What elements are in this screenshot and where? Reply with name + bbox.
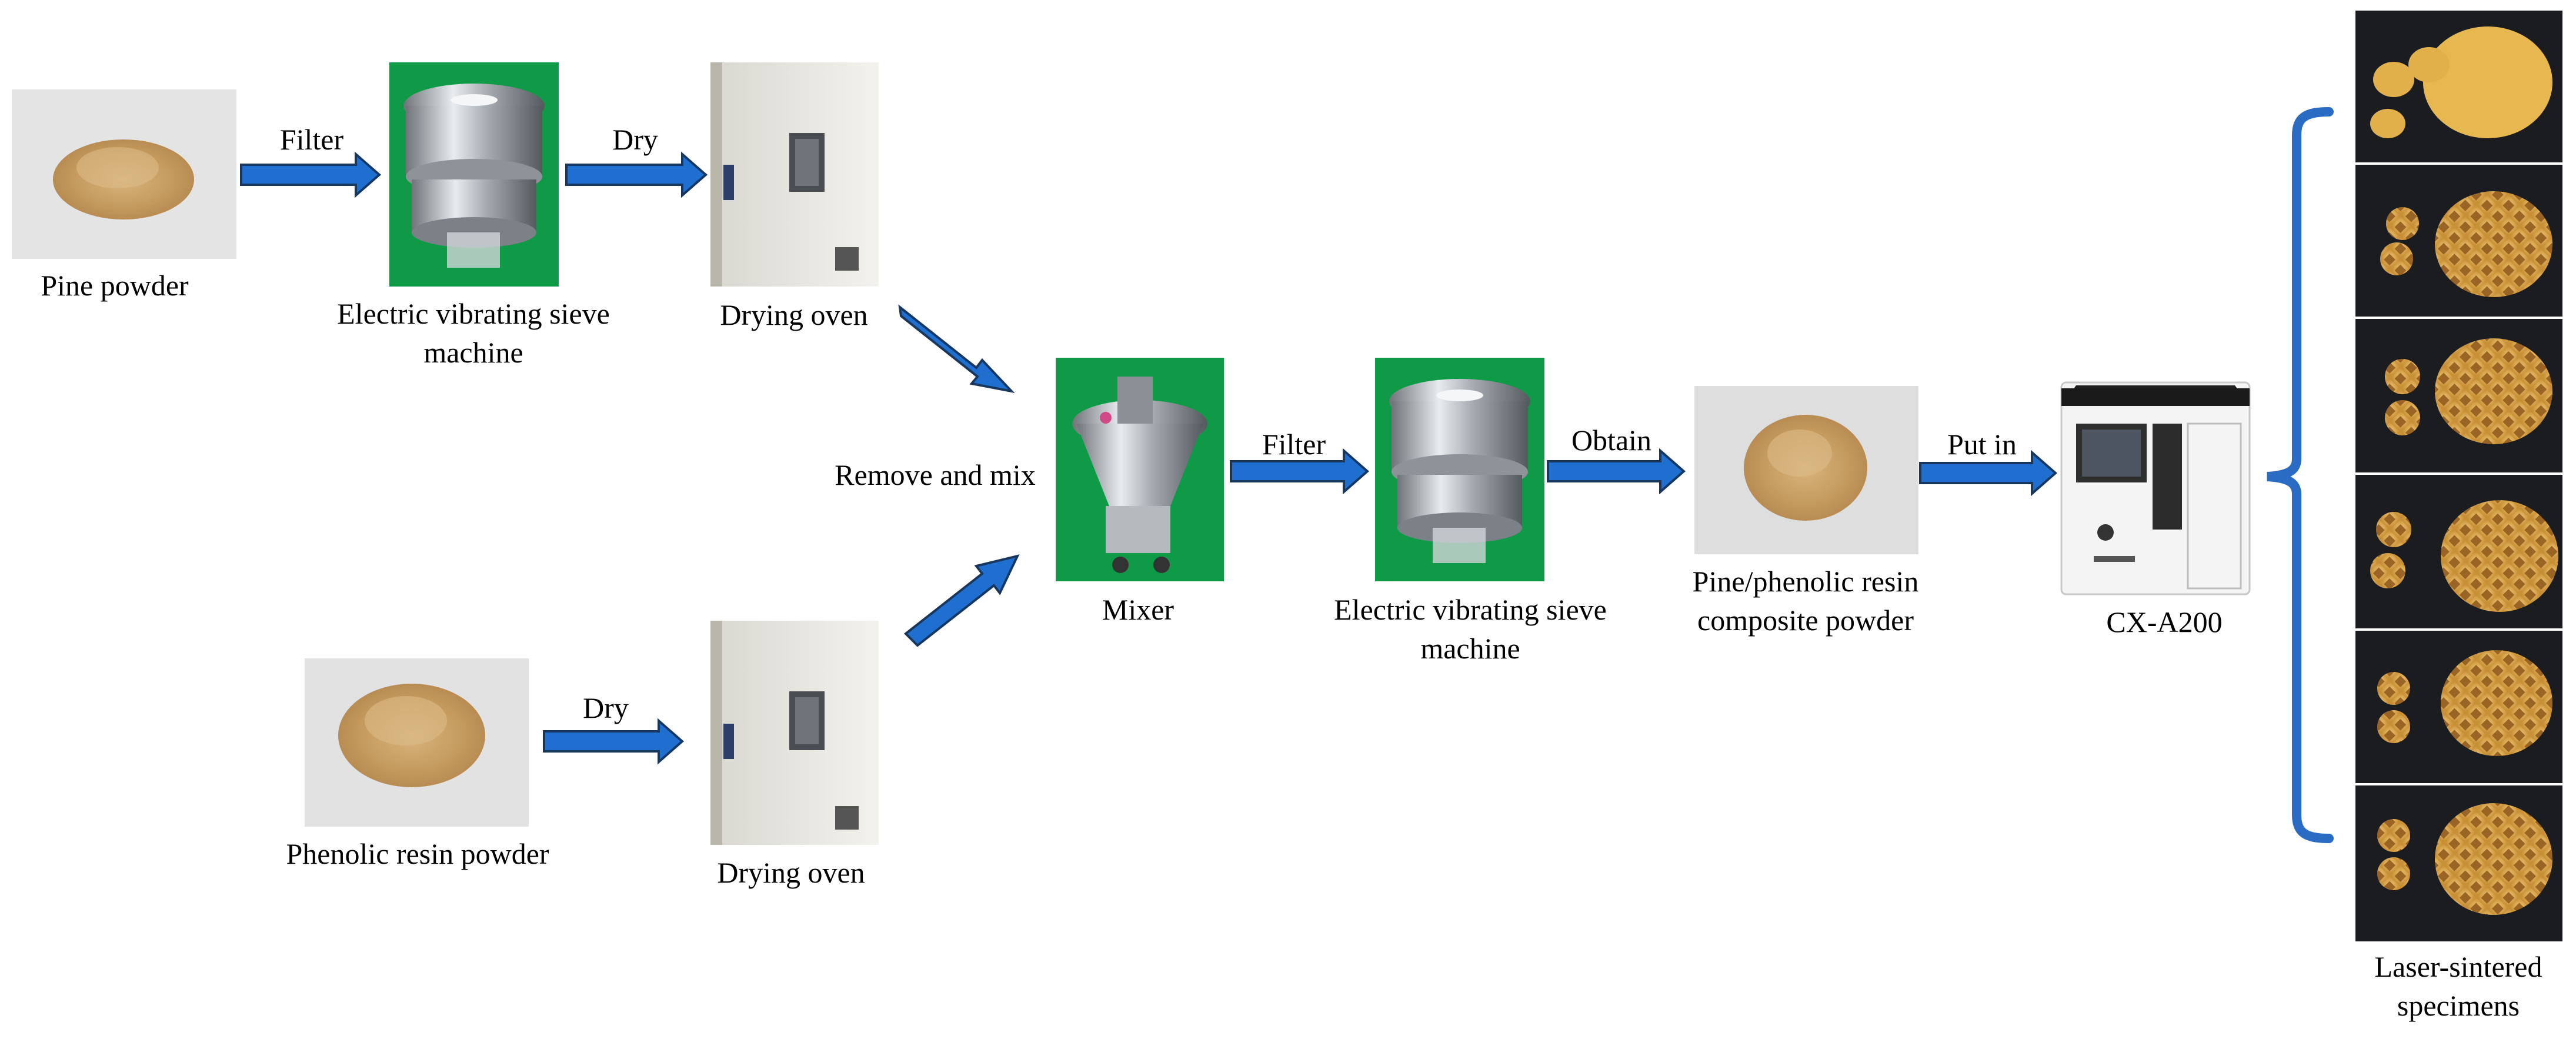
specimen-panel-6: [2377, 803, 2552, 915]
label-sieve-machine-2-line-2: machine: [1420, 632, 1520, 665]
label-sieve-machine-2: Electric vibrating sieve machine: [1306, 590, 1635, 668]
cx-a200-printer-image: [2060, 381, 2251, 595]
label-sieve-machine-1-line-2: machine: [423, 336, 523, 369]
arrow-filter-1: [240, 151, 382, 198]
specimens-bracket: [2267, 107, 2334, 843]
drying-oven-image-1: [710, 62, 879, 287]
specimen-panel-1: [2370, 26, 2552, 138]
composite-powder-image: [1694, 386, 1918, 554]
phenolic-resin-powder-image: [305, 658, 529, 827]
specimens-image-column: [2355, 11, 2562, 941]
label-phenolic-resin-powder: Phenolic resin powder: [286, 837, 549, 870]
label-sieve-machine-1: Electric vibrating sieve machine: [312, 294, 635, 372]
drying-oven-image-2: [710, 621, 879, 845]
edge-label-remove-and-mix: Remove and mix: [835, 458, 1036, 491]
arrow-put-in: [1919, 450, 2058, 497]
edge-label-put-in: Put in: [1947, 428, 2017, 461]
mixer-image: [1056, 358, 1224, 581]
sieve-machine-image-1: [389, 62, 559, 287]
specimen-panel-3: [2385, 338, 2552, 444]
label-specimens-line-2: specimens: [2397, 989, 2520, 1022]
label-specimens-line-1: Laser-sintered: [2374, 950, 2542, 983]
label-composite-powder-line-1: Pine/phenolic resin: [1692, 565, 1919, 598]
edge-label-filter-2: Filter: [1262, 428, 1326, 461]
label-mixer: Mixer: [1102, 593, 1174, 626]
edge-label-obtain: Obtain: [1571, 424, 1652, 457]
specimen-panel-4: [2370, 500, 2558, 612]
label-sieve-machine-1-line-1: Electric vibrating sieve: [337, 297, 610, 330]
arrow-dry-1: [565, 151, 708, 198]
edge-label-dry-1: Dry: [612, 123, 658, 156]
label-composite-powder-line-2: composite powder: [1697, 604, 1914, 637]
arrow-dry-2: [543, 718, 685, 765]
edge-label-dry-2: Dry: [583, 691, 629, 724]
specimen-panel-2: [2380, 191, 2552, 297]
arrow-filter-2: [1230, 448, 1370, 495]
label-composite-powder: Pine/phenolic resin composite powder: [1659, 562, 1953, 640]
label-drying-oven-1: Drying oven: [720, 298, 868, 331]
arrow-obtain: [1547, 448, 1686, 495]
label-drying-oven-2: Drying oven: [717, 856, 865, 889]
specimen-panel-5: [2377, 650, 2552, 756]
arrow-oven2-to-mixer: [903, 554, 1020, 647]
arrow-oven1-to-mixer: [898, 304, 1015, 394]
label-cx-a200: CX-A200: [2106, 605, 2223, 638]
label-sieve-machine-2-line-1: Electric vibrating sieve: [1334, 593, 1607, 626]
sieve-machine-image-2: [1375, 358, 1544, 581]
pine-powder-image: [12, 89, 236, 259]
label-specimens: Laser-sintered specimens: [2341, 947, 2576, 1025]
label-pine-powder: Pine powder: [41, 269, 189, 302]
edge-label-filter-1: Filter: [279, 123, 344, 156]
